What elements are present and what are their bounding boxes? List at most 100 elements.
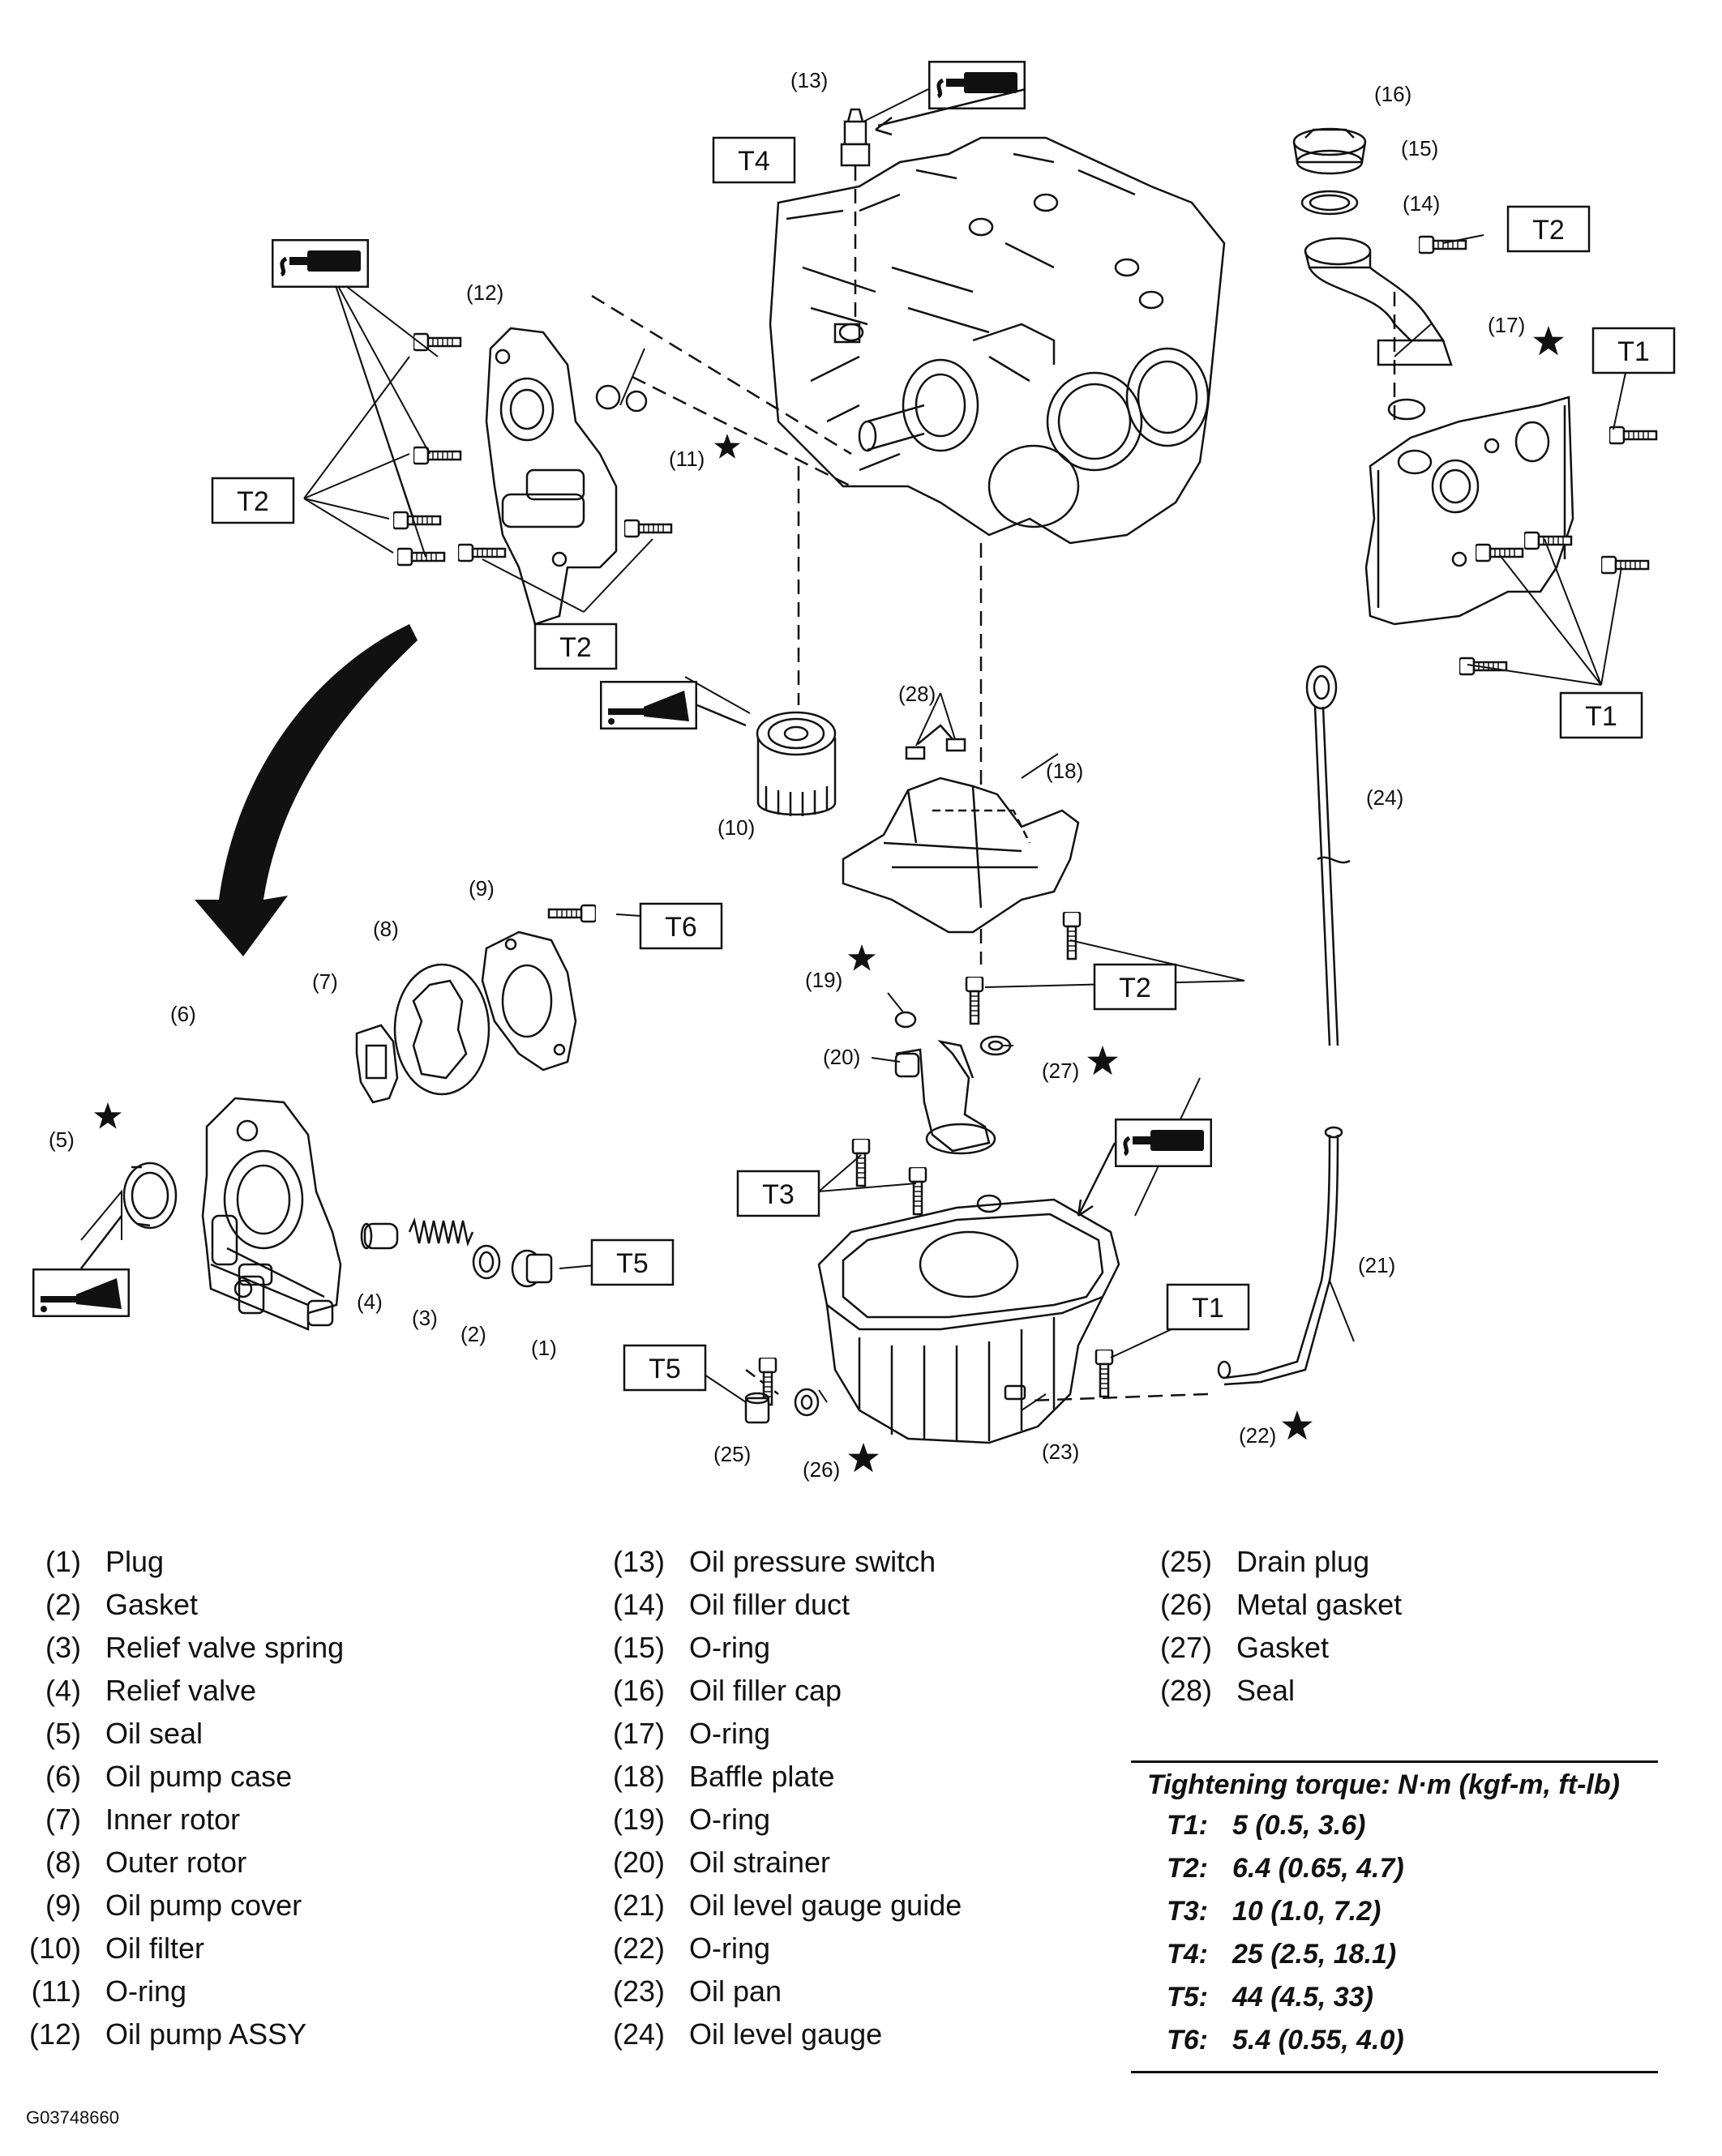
legend-item: (17)O-ring (612, 1716, 771, 1750)
callout-7: (7) (312, 969, 338, 994)
drain-plug (744, 1392, 770, 1424)
legend-item: (28)Seal (1159, 1673, 1296, 1707)
oil-level-gauge-guide (1223, 1126, 1343, 1386)
torque-tag-t3: T3 (736, 1170, 820, 1217)
torque-tag-t1: T1 (1166, 1283, 1250, 1331)
legend-item: (10)Oil filter (28, 1931, 205, 1965)
oil-filler-cap (1292, 127, 1367, 175)
legend-column-1: (1)Plug (2)Gasket (3)Relief valve spring… (24, 1540, 344, 2055)
torque-tag-t2: T2 (533, 622, 618, 670)
legend-item: (14)Oil filler duct (612, 1587, 850, 1621)
legend-item: (22)O-ring (612, 1931, 771, 1965)
callout-13: (13) (790, 68, 828, 92)
curved-arrow (195, 624, 418, 956)
torque-row: T6:5.4 (0.55, 4.0) (1167, 2025, 1404, 2055)
legend-item: (4)Relief valve (45, 1673, 257, 1707)
torque-table: Tightening torque: N·m (kgf-m, ft-lb) T1… (1131, 1763, 1658, 2062)
relief-valve-spring (408, 1217, 474, 1247)
callout-22: (22) (1239, 1423, 1276, 1448)
parts-legend: (1)Plug (2)Gasket (3)Relief valve spring… (0, 1540, 1722, 2051)
torque-table-bottom-rule (1131, 2071, 1658, 2073)
legend-item: (9)Oil pump cover (45, 1888, 302, 1922)
liquid-gasket-icon (1116, 1119, 1211, 1166)
torque-tag-t4: T4 (712, 136, 796, 184)
legend-item: (26)Metal gasket (1159, 1587, 1403, 1621)
liquid-gasket-icon (272, 240, 368, 287)
svg-text:T1: T1 (1617, 336, 1650, 367)
callout-8: (8) (373, 917, 399, 941)
legend-column-3: (25)Drain plug (26)Metal gasket (27)Gask… (1151, 1540, 1402, 1712)
o-ring-17 (1387, 398, 1426, 421)
callout-11: (11) (669, 447, 705, 471)
callout-1: (1) (531, 1336, 557, 1360)
torque-tag-t5: T5 (590, 1238, 675, 1286)
callout-23: (23) (1042, 1439, 1079, 1464)
torque-row: T1:5 (0.5, 3.6) (1167, 1810, 1366, 1841)
legend-item: (18)Baffle plate (612, 1759, 835, 1793)
callout-24: (24) (1366, 785, 1403, 810)
callout-10: (10) (718, 815, 755, 840)
callout-9: (9) (469, 876, 495, 900)
callout-17: (17) (1488, 313, 1525, 337)
legend-column-2: (13)Oil pressure switch (14)Oil filler d… (584, 1540, 962, 2055)
baffle-plate (842, 776, 1080, 934)
oil-pump-cover (481, 930, 577, 1072)
legend-item: (12)Oil pump ASSY (28, 2017, 307, 2051)
torque-tag-t2: T2 (1506, 205, 1591, 253)
torque-table-title: Tightening torque: N·m (kgf-m, ft-lb) (1147, 1769, 1620, 1800)
oil-filter (756, 711, 837, 816)
torque-tag-t1: T1 (1591, 327, 1676, 374)
torque-row: T5:44 (4.5, 33) (1167, 1982, 1373, 2013)
callout-16: (16) (1374, 82, 1411, 106)
callout-6: (6) (170, 1002, 196, 1026)
callout-12: (12) (466, 280, 503, 305)
metal-gasket (794, 1388, 820, 1417)
svg-text:T2: T2 (1119, 973, 1151, 1003)
callout-19: (19) (805, 968, 842, 992)
torque-row: T3:10 (1.0, 7.2) (1167, 1896, 1381, 1927)
torque-tag-t6: T6 (639, 902, 723, 950)
oil-pan (817, 1194, 1120, 1444)
callout-26: (26) (803, 1457, 840, 1482)
seal-28 (905, 746, 926, 760)
torque-tag-t2: T2 (211, 477, 295, 524)
svg-text:T4: T4 (738, 146, 770, 177)
callout-25: (25) (713, 1442, 751, 1466)
legend-item: (7)Inner rotor (45, 1802, 241, 1836)
svg-text:T2: T2 (237, 486, 269, 517)
callout-4: (4) (357, 1290, 383, 1314)
legend-item: (13)Oil pressure switch (612, 1544, 936, 1578)
legend-item: (23)Oil pan (612, 1974, 782, 2008)
torque-row: T4:25 (2.5, 18.1) (1167, 1939, 1397, 1970)
legend-item: (6)Oil pump case (45, 1759, 293, 1793)
svg-text:T2: T2 (1532, 215, 1565, 246)
torque-row: T2:6.4 (0.65, 4.7) (1167, 1853, 1404, 1884)
front-cover (1364, 396, 1574, 626)
svg-text:T1: T1 (1585, 701, 1617, 732)
callout-18: (18) (1046, 759, 1083, 783)
callout-3: (3) (412, 1306, 438, 1330)
engine-oil-icon (600, 681, 697, 729)
legend-item: (3)Relief valve spring (45, 1630, 345, 1664)
figure-code: G03748660 (26, 2107, 119, 2128)
svg-text:T1: T1 (1192, 1293, 1224, 1324)
legend-item: (1)Plug (45, 1544, 165, 1578)
oil-strainer (894, 1039, 996, 1155)
inner-rotor (355, 1024, 399, 1104)
oil-filler-duct (1304, 237, 1453, 366)
relief-valve (360, 1222, 399, 1250)
cylinder-block (769, 136, 1226, 545)
svg-text:T5: T5 (616, 1248, 649, 1279)
legend-item: (11)O-ring (31, 1974, 187, 2008)
o-ring-22 (1217, 1360, 1232, 1380)
gasket-2 (472, 1244, 501, 1280)
legend-item: (8)Outer rotor (45, 1845, 247, 1879)
svg-text:T6: T6 (665, 912, 697, 943)
oil-level-gauge (1305, 665, 1351, 1046)
callout-28: (28) (898, 682, 936, 706)
legend-item: (24)Oil level gauge (612, 2017, 883, 2051)
legend-item: (16)Oil filler cap (612, 1673, 842, 1707)
callout-27: (27) (1042, 1059, 1079, 1083)
legend-item: (27)Gasket (1159, 1630, 1330, 1664)
plug (511, 1249, 553, 1288)
